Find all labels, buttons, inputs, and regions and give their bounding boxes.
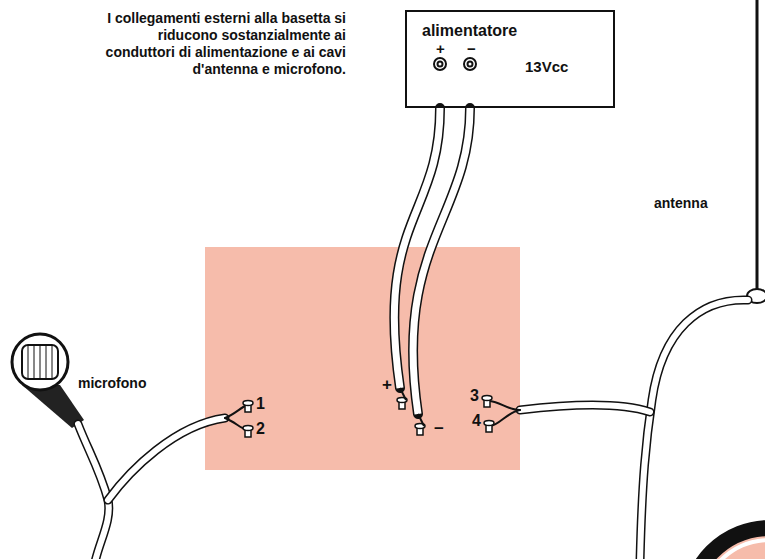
supply-terminals [434,58,476,70]
microphone-label: microfono [76,375,148,391]
node-text: 1 [256,395,265,413]
ring-detail [688,528,765,559]
power-cable [413,108,470,426]
node-text: − [467,40,476,57]
screw-terminals [243,396,494,438]
microphone-cable [78,405,247,559]
node-text: − [434,419,444,439]
node-text: + [436,40,445,57]
antenna-rod [756,0,759,292]
node-text: 3 [470,387,479,405]
circuit-board: 1 2 + − 3 4 [205,247,520,470]
antenna-label: antenna [652,195,710,211]
antenna-cable [490,300,748,559]
microphone [12,334,84,428]
node-text: 13Vcc [525,58,568,75]
power-supply-box: alimentatore+ − 13Vcc [405,10,615,108]
node-text: + [382,375,392,395]
caption-text: I collegamenti esterni alla basetta si r… [88,10,346,78]
node-text: 2 [256,420,265,438]
ring-detail-inner [700,540,765,559]
node-text: alimentatore [422,22,517,40]
node-text: 4 [472,412,481,430]
circuit-board [205,247,520,470]
